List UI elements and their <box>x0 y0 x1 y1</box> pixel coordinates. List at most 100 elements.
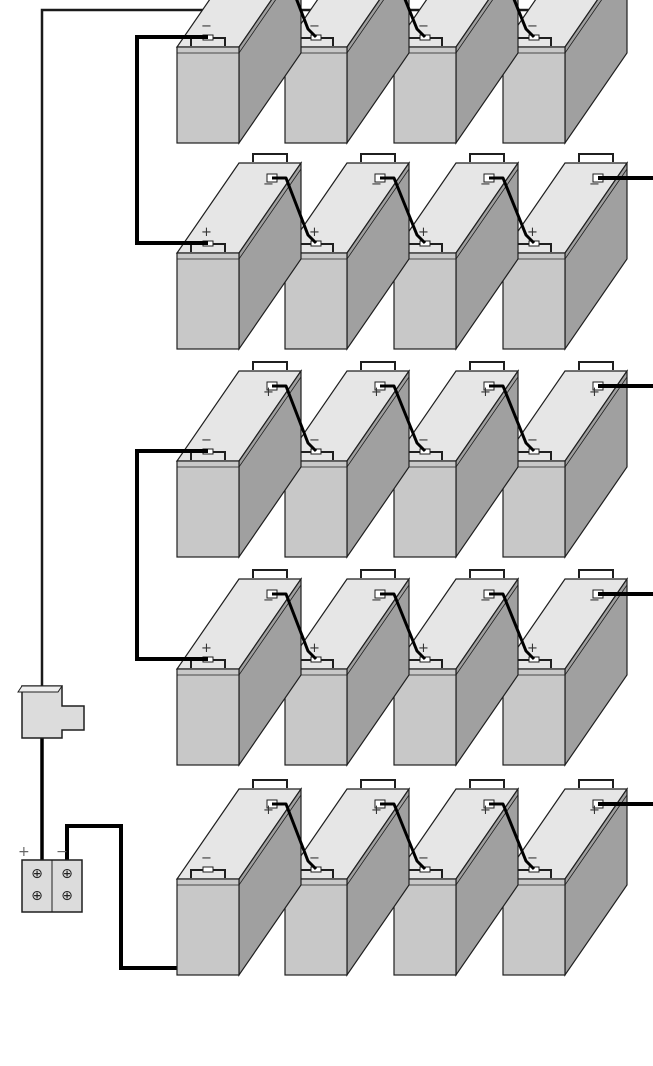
jumper-cable <box>380 592 427 661</box>
battery-front-face <box>284 252 348 350</box>
battery-cell: −+ <box>501 779 629 977</box>
back-terminal-polarity: − <box>480 177 491 192</box>
back-terminal-polarity: + <box>263 385 274 400</box>
battery-front-face <box>502 878 566 976</box>
battery-lid-seam <box>177 0 276 54</box>
back-handle <box>578 361 614 370</box>
battery-cell: −+ <box>392 0 519 145</box>
battery-cell: −+ <box>392 779 520 977</box>
battery-cell: −+ <box>392 361 520 559</box>
battery-front-face <box>502 668 566 766</box>
terminal-screw-icon: ⊕ <box>61 888 73 904</box>
terminal-block: ⊕⊕⊕⊕+− <box>18 844 83 913</box>
battery-lid-seam <box>285 168 410 260</box>
jumper-layer <box>135 0 653 871</box>
jumper-cable <box>272 384 318 453</box>
battery-front-face <box>393 460 457 558</box>
back-terminal-polarity: + <box>371 803 382 818</box>
battery-front-face <box>393 252 457 350</box>
jumper-cable <box>380 802 427 871</box>
jumper-cable <box>489 592 536 661</box>
battery-lid-seam <box>177 584 302 676</box>
front-terminal-polarity: − <box>309 433 320 448</box>
battery-cell: −+ <box>283 0 410 145</box>
battery-cell: +− <box>501 153 629 351</box>
terminal-negative-label: − <box>56 844 68 860</box>
front-terminal-polarity: − <box>418 19 429 34</box>
terminal-screw-icon: ⊕ <box>61 866 73 882</box>
battery-front-face <box>284 878 348 976</box>
terminal-screw-icon: ⊕ <box>31 866 43 882</box>
jumper-cable <box>489 384 536 453</box>
battery-lid-seam <box>285 794 410 886</box>
battery-lid-seam <box>394 376 519 468</box>
front-terminal-polarity: − <box>201 851 212 866</box>
front-terminal-polarity: − <box>201 19 212 34</box>
back-handle <box>578 153 614 162</box>
jumper-cable <box>380 384 427 453</box>
terminal-screw-icon: ⊕ <box>31 888 43 904</box>
front-terminal-polarity: − <box>527 851 538 866</box>
battery-cell: +− <box>392 153 520 351</box>
battery-lid-seam <box>285 376 410 468</box>
front-terminal-polarity: + <box>527 225 538 240</box>
battery-cell: −+ <box>175 779 303 977</box>
battery-cell: +− <box>283 569 411 767</box>
front-terminal-post <box>202 866 214 873</box>
fixtures-layer: ⊕⊕⊕⊕+− <box>17 685 85 913</box>
front-terminal-polarity: + <box>418 641 429 656</box>
battery-cell: −+ <box>175 361 303 559</box>
back-handle <box>252 779 288 788</box>
front-terminal-polarity: + <box>201 225 212 240</box>
battery-lid-seam <box>177 794 302 886</box>
breaker-top <box>17 685 63 693</box>
breaker-body <box>21 685 85 739</box>
battery-front-face <box>176 878 240 976</box>
battery-front-face <box>284 460 348 558</box>
back-handle <box>469 153 505 162</box>
battery-cell: −+ <box>283 361 411 559</box>
back-handle <box>469 361 505 370</box>
front-terminal-polarity: − <box>527 433 538 448</box>
jumper-cable <box>512 0 536 39</box>
back-terminal-polarity: − <box>589 177 600 192</box>
front-terminal-polarity: − <box>527 19 538 34</box>
battery-cell: +− <box>501 569 629 767</box>
back-terminal-polarity: + <box>589 385 600 400</box>
jumper-cable <box>403 0 427 39</box>
back-terminal-polarity: + <box>263 803 274 818</box>
front-terminal-polarity: + <box>309 225 320 240</box>
jumper-cable <box>380 176 427 245</box>
front-terminal-polarity: − <box>309 851 320 866</box>
back-terminal-polarity: − <box>263 177 274 192</box>
jumper-cable <box>272 802 318 871</box>
jumper-cable <box>489 176 536 245</box>
battery-lid-seam <box>394 168 519 260</box>
jumper-cable <box>272 176 318 245</box>
battery-lid-seam <box>503 168 628 260</box>
back-terminal-polarity: + <box>480 803 491 818</box>
battery-lid-seam <box>394 584 519 676</box>
battery-cell: −+ <box>283 779 411 977</box>
front-terminal-polarity: + <box>201 641 212 656</box>
battery-front-face <box>284 46 348 144</box>
battery-front-face <box>393 46 457 144</box>
back-handle <box>252 569 288 578</box>
terminal-positive-label: + <box>18 844 30 860</box>
back-handle <box>578 569 614 578</box>
front-terminal-polarity: − <box>201 433 212 448</box>
left-loop-cable <box>135 35 208 245</box>
battery-lid-seam <box>177 376 302 468</box>
back-handle <box>578 779 614 788</box>
back-handle <box>360 153 396 162</box>
battery-front-face <box>393 878 457 976</box>
battery-lid-seam <box>394 0 493 54</box>
battery-front-face <box>284 668 348 766</box>
left-loop-cable <box>135 449 208 661</box>
battery-lid-seam <box>503 376 628 468</box>
battery-cell: +− <box>175 153 303 351</box>
battery-cell: +− <box>175 569 303 767</box>
battery-front-face <box>176 252 240 350</box>
front-terminal-polarity: + <box>309 641 320 656</box>
